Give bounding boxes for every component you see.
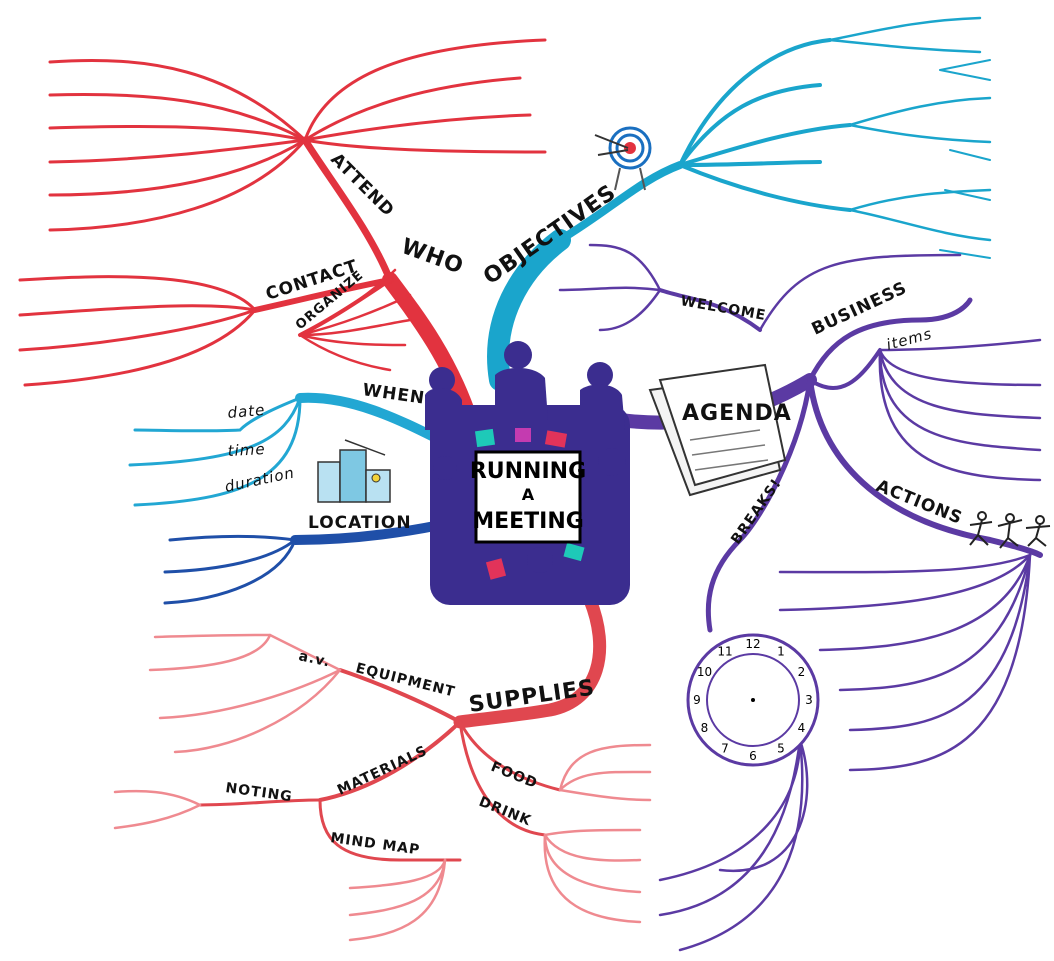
clock-number: 2	[798, 665, 806, 679]
label-agenda: AGENDA	[682, 401, 792, 426]
stick-figures-icon	[969, 511, 1051, 549]
center-title-line2: A	[522, 485, 535, 504]
label-materials: MATERIALS	[335, 743, 430, 799]
clock-number: 12	[745, 637, 760, 651]
clock-number: 3	[805, 693, 813, 707]
clock-number: 1	[777, 645, 785, 659]
branch-location	[163, 520, 445, 605]
label-av: a.v.	[297, 648, 332, 670]
branch-who	[18, 38, 547, 428]
label-duration: duration	[223, 464, 296, 496]
label-time: time	[227, 440, 266, 460]
center-title-line1: RUNNING	[470, 459, 586, 484]
clock-number: 6	[749, 749, 757, 763]
clock-number: 7	[721, 741, 729, 755]
agenda-papers-icon	[648, 363, 787, 497]
label-who: WHO	[398, 234, 467, 280]
label-breaks: BREAKS!	[728, 476, 785, 548]
label-date: date	[227, 401, 266, 422]
label-welcome: WELCOME	[679, 293, 767, 324]
label-objectives: OBJECTIVES	[479, 180, 621, 290]
clock-number: 11	[717, 645, 732, 659]
label-mind-map: MIND MAP	[329, 830, 421, 858]
city-buildings-icon	[317, 439, 391, 503]
clock-number: 5	[777, 741, 785, 755]
label-food: FOOD	[489, 759, 540, 792]
label-location: LOCATION	[308, 513, 412, 533]
branch-agenda	[558, 243, 1043, 952]
clock-icon: 12 12 3 45 6 789 10 11	[686, 633, 820, 767]
branch-objectives	[487, 16, 992, 391]
label-drink: DRINK	[477, 794, 534, 830]
branch-supplies	[113, 593, 652, 942]
target-icon	[594, 126, 652, 191]
clock-number: 8	[701, 721, 709, 735]
branch-when	[128, 392, 445, 507]
clock-number: 4	[798, 721, 806, 735]
center-title-line3: MEETING	[472, 509, 584, 534]
clock-number: 10	[697, 665, 712, 679]
meeting-people-icon: RUNNING A MEETING	[425, 341, 630, 605]
clock-number: 9	[693, 693, 701, 707]
